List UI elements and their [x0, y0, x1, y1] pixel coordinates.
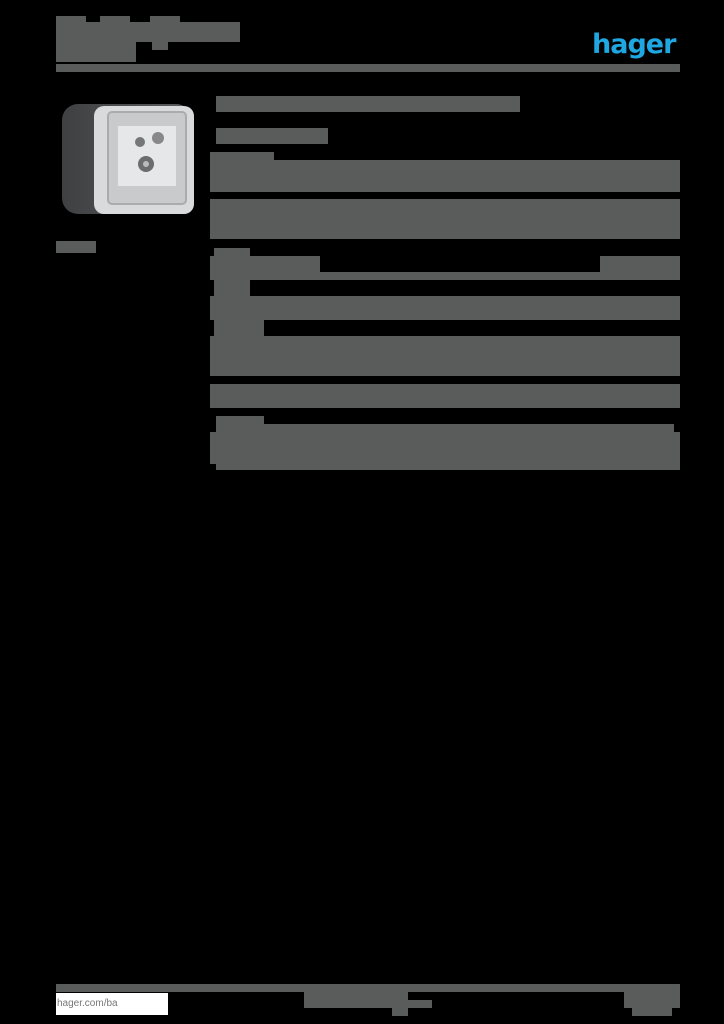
- product-subheading-redacted: [216, 128, 328, 144]
- header-title-redacted: [152, 42, 168, 50]
- header-title-redacted: [150, 16, 180, 24]
- footer-divider: [56, 984, 680, 992]
- header-divider: [56, 64, 680, 72]
- spec-row: [210, 336, 680, 376]
- product-caption-redacted: [56, 241, 96, 253]
- header-title-redacted: [86, 22, 190, 42]
- spec-row: [210, 199, 680, 239]
- spec-row: [214, 318, 264, 334]
- spec-row: [210, 272, 680, 280]
- header-title-redacted: [86, 42, 136, 62]
- product-image: [62, 104, 194, 214]
- hager-logo: hager: [592, 29, 676, 60]
- header-title-redacted: [56, 16, 86, 62]
- page-number-redacted: [624, 992, 680, 1008]
- header-title-redacted: [190, 22, 240, 42]
- footer-center-text-redacted: [392, 1008, 408, 1016]
- header-title-redacted: [100, 16, 130, 24]
- footer-url-link[interactable]: hager.com/ba: [56, 993, 168, 1015]
- footer-center-text-redacted: [392, 1000, 432, 1008]
- spec-row: [210, 296, 680, 320]
- spec-row: [216, 424, 674, 432]
- page-number-redacted: [632, 1008, 672, 1016]
- product-heading-redacted: [216, 96, 520, 112]
- spec-row: [216, 462, 680, 470]
- footer-center-text-redacted: [304, 992, 408, 1008]
- spec-row: [210, 160, 680, 192]
- spec-row: [210, 384, 680, 408]
- spec-row: [216, 416, 264, 426]
- spec-row: [210, 432, 680, 464]
